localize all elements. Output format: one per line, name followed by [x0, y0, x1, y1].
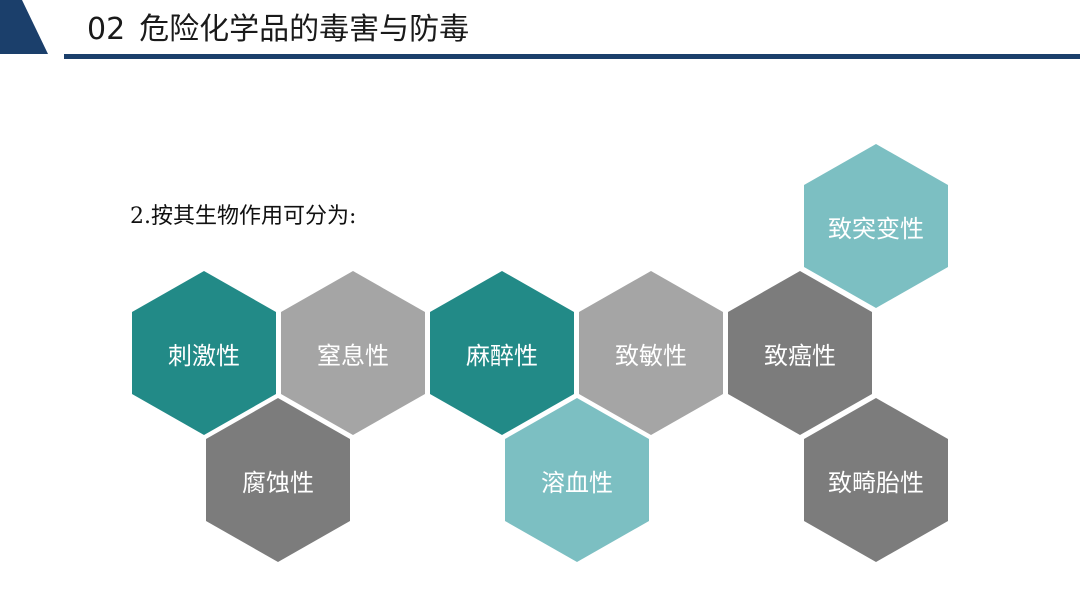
hexagon-hemolytic: 溶血性	[505, 398, 649, 562]
hexagon-asphyxiant: 窒息性	[281, 271, 425, 435]
hexagon-label: 致突变性	[828, 214, 924, 243]
hexagon-anesthetic: 麻醉性	[430, 271, 574, 435]
hexagon-label: 致畸胎性	[828, 468, 924, 497]
title-underline	[64, 54, 1080, 59]
hexagon-corrosive: 腐蚀性	[206, 398, 350, 562]
hexagon-irritant: 刺激性	[132, 271, 276, 435]
section-title: 危险化学品的毒害与防毒	[139, 12, 470, 47]
hexagon-label: 刺激性	[168, 341, 240, 370]
hexagon-sensitizer: 致敏性	[579, 271, 723, 435]
hexagon-teratogen: 致畸胎性	[804, 398, 948, 562]
hexagon-label: 腐蚀性	[242, 468, 314, 497]
page-title: 02 危险化学品的毒害与防毒	[87, 8, 469, 52]
hexagon-label: 溶血性	[541, 468, 613, 497]
hexagon-label: 致癌性	[764, 341, 836, 370]
hexagon-carcinogen: 致癌性	[728, 271, 872, 435]
hexagon-label: 致敏性	[615, 341, 687, 370]
hexagon-label: 麻醉性	[466, 341, 538, 370]
hexagon-mutagen: 致突变性	[804, 144, 948, 308]
section-number: 02	[87, 12, 126, 47]
classification-intro: 2.按其生物作用可分为:	[130, 204, 357, 229]
header-corner-accent	[0, 0, 48, 54]
hexagon-label: 窒息性	[317, 341, 389, 370]
